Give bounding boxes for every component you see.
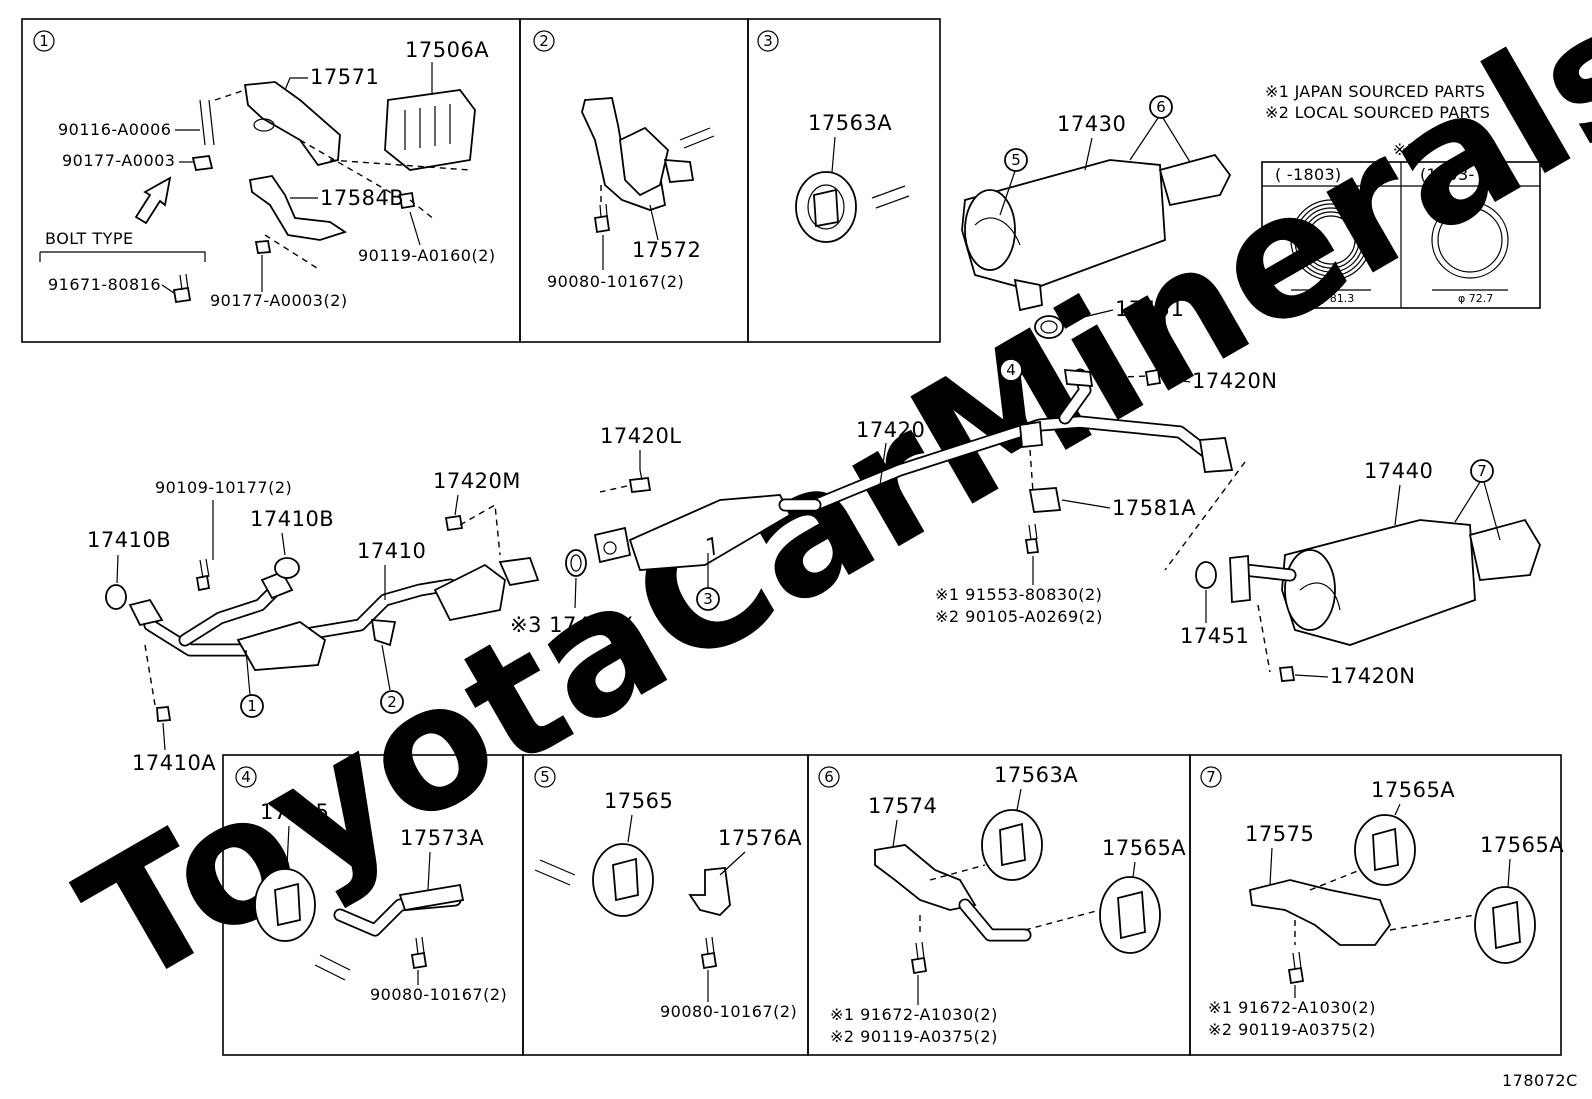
- callout-3: 3: [703, 590, 713, 608]
- label-17572: 17572: [632, 238, 701, 262]
- label-90105-A0269: ※2 90105-A0269(2): [935, 607, 1103, 626]
- dia-left: φ 81.3: [1319, 292, 1354, 305]
- callout-5: 5: [1011, 151, 1021, 169]
- label-17573A: 17573A: [400, 826, 484, 850]
- label-90080-10167: 90080-10167(2): [660, 1002, 797, 1021]
- label-17410: 17410: [357, 539, 426, 563]
- label-90119-A0160: 90119-A0160(2): [358, 246, 496, 265]
- detail-box-5: 5 17565 17576A 90080-10167(2): [522, 754, 809, 1056]
- label-90109-10177: 90109-10177(2): [155, 478, 292, 497]
- label-17565A: 17565A: [1102, 836, 1186, 860]
- label-17571: 17571: [310, 65, 379, 89]
- callout-number: 6: [824, 768, 834, 786]
- label-91672-A1030: ※1 91672-A1030(2): [830, 1005, 998, 1024]
- label-17451-front: 17451: [1115, 297, 1184, 321]
- label-90119-A0375: ※2 90119-A0375(2): [830, 1027, 998, 1046]
- label-91672-A1030: ※1 91672-A1030(2): [1208, 998, 1376, 1017]
- callout-number: 7: [1206, 768, 1216, 786]
- label-17410B-right: 17410B: [250, 507, 334, 531]
- detail-box-4: 4 17565 17573A 90080-10167(2): [222, 754, 524, 1056]
- label-17420X: ※3 17420X: [510, 613, 633, 637]
- detail-box-7: 7 17575 17565A 17565A ※1 91672-A1030(2) …: [1189, 754, 1564, 1056]
- callout-number: 4: [241, 768, 251, 786]
- label-17565A-right: 17565A: [1480, 833, 1564, 857]
- label-17576A: 17576A: [718, 826, 802, 850]
- label-17430: 17430: [1057, 112, 1126, 136]
- label-17581A: 17581A: [1112, 496, 1196, 520]
- callout-1: 1: [247, 697, 257, 715]
- col-right-header: (1803- ): [1420, 165, 1486, 184]
- label-17410A: 17410A: [132, 751, 216, 775]
- label-17565: 17565: [604, 789, 673, 813]
- sourcing-notes: ※1 JAPAN SOURCED PARTS ※2 LOCAL SOURCED …: [1261, 82, 1541, 309]
- label-17563A: 17563A: [994, 763, 1078, 787]
- label-17420N-front: 17420N: [1192, 369, 1278, 393]
- note-ref3: ※3: [1393, 140, 1417, 159]
- callout-number: 5: [540, 768, 550, 786]
- label-17575: 17575: [1245, 822, 1314, 846]
- label-17584B: 17584B: [320, 186, 404, 210]
- label-90080-10167: 90080-10167(2): [370, 985, 507, 1004]
- label-17451-rear: 17451: [1180, 624, 1249, 648]
- detail-box-1: 1 17506A 17571 90116-A0006 90177-A0003: [21, 18, 521, 343]
- bolt-type-label: BOLT TYPE: [45, 229, 134, 248]
- main-assembly: 17430 17451 17420N 17420 17420L 17420M 9…: [87, 95, 1541, 775]
- label-17565: 17565: [260, 800, 329, 824]
- label-91553-80830: ※1 91553-80830(2): [935, 585, 1102, 604]
- detail-box-3: 3 17563A: [747, 18, 941, 343]
- note-japan: ※1 JAPAN SOURCED PARTS: [1265, 82, 1485, 101]
- label-17420L: 17420L: [600, 424, 682, 448]
- label-17420M: 17420M: [433, 469, 521, 493]
- callout-4: 4: [1006, 361, 1016, 379]
- detail-box-2: 2 17572 90080-10167(2): [519, 18, 749, 343]
- callout-7: 7: [1477, 462, 1487, 480]
- label-90116-A0006: 90116-A0006: [58, 120, 171, 139]
- label-90119-A0375: ※2 90119-A0375(2): [1208, 1020, 1376, 1039]
- label-90177-A0003: 90177-A0003: [62, 151, 175, 170]
- label-17410B-left: 17410B: [87, 528, 171, 552]
- label-17563A: 17563A: [808, 111, 892, 135]
- label-17565A: 17565A: [1371, 778, 1455, 802]
- callout-number: 2: [539, 32, 549, 50]
- callout-number: 1: [39, 32, 49, 50]
- callout-2: 2: [387, 693, 397, 711]
- note-local: ※2 LOCAL SOURCED PARTS: [1265, 103, 1490, 122]
- col-left-header: ( -1803): [1275, 165, 1341, 184]
- dia-right: φ 72.7: [1458, 292, 1493, 305]
- label-90177-A0003-2: 90177-A0003(2): [210, 291, 348, 310]
- label-17440: 17440: [1364, 459, 1433, 483]
- label-91671-80816: 91671-80816: [48, 275, 161, 294]
- label-17506A: 17506A: [405, 38, 489, 62]
- label-17574: 17574: [868, 794, 937, 818]
- diagram-code: 178072C: [1502, 1071, 1578, 1090]
- label-17420N-rear: 17420N: [1330, 664, 1416, 688]
- label-17420: 17420: [856, 418, 925, 442]
- label-90080-10167: 90080-10167(2): [547, 272, 684, 291]
- detail-box-6: 6 17574 17563A 17565A ※1 91672-A1030(2) …: [807, 754, 1191, 1056]
- callout-number: 3: [763, 32, 773, 50]
- callout-6: 6: [1156, 98, 1166, 116]
